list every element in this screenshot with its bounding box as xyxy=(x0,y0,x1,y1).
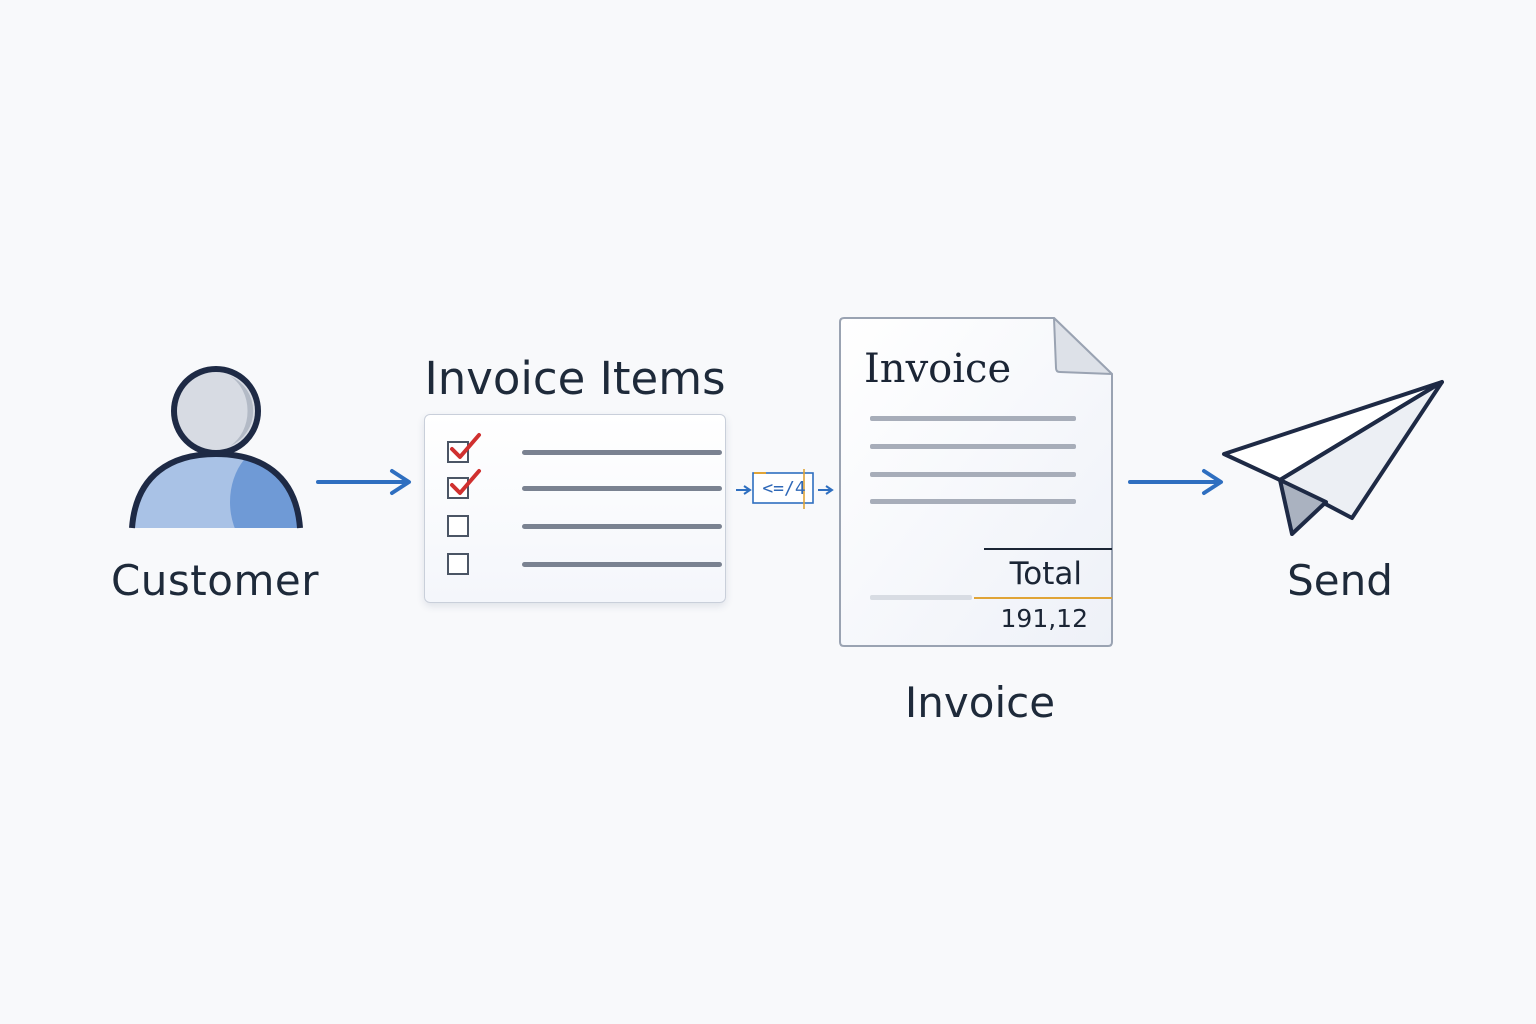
invoice-items-title: Invoice Items xyxy=(424,352,726,405)
checkbox-checked[interactable] xyxy=(447,477,469,499)
item-line xyxy=(522,450,722,455)
item-line xyxy=(522,524,722,529)
invoice-label: Invoice xyxy=(904,678,1056,727)
code-box: <=/4 xyxy=(752,469,816,509)
item-row-1 xyxy=(447,433,722,467)
total-label: Total xyxy=(1009,556,1082,592)
send-label: Send xyxy=(1287,556,1393,605)
code-text: <=/4 xyxy=(762,478,806,499)
invoice-heading: Invoice xyxy=(864,346,1012,392)
checkbox-unchecked[interactable] xyxy=(447,553,469,575)
total-value: 191,12 xyxy=(1000,604,1088,633)
item-row-4 xyxy=(447,553,722,579)
arrow-invoice-to-send xyxy=(1126,468,1228,496)
red-check-icon xyxy=(450,433,481,459)
checkbox-unchecked[interactable] xyxy=(447,515,469,537)
invoice-document xyxy=(838,316,1116,650)
item-row-3 xyxy=(447,515,722,541)
arrow-customer-to-items xyxy=(314,468,416,496)
item-row-2 xyxy=(447,469,722,503)
invoice-items-card xyxy=(424,414,726,603)
customer-label: Customer xyxy=(110,556,319,605)
red-check-icon xyxy=(450,469,481,495)
customer-icon xyxy=(128,362,304,532)
arrow-items-to-invoice xyxy=(734,476,836,510)
paper-plane-icon xyxy=(1218,376,1452,542)
checkbox-checked[interactable] xyxy=(447,441,469,463)
item-line xyxy=(522,486,722,491)
item-line xyxy=(522,562,722,567)
